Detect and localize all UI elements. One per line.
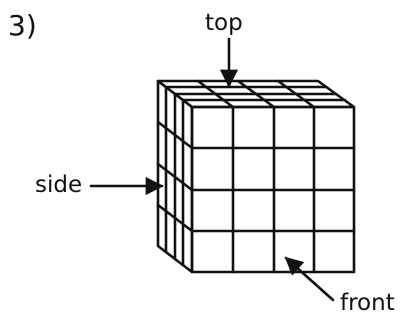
cube-drawing — [156, 79, 356, 274]
problem-number: 3) — [8, 9, 37, 42]
top-face-column-line-2 — [236, 79, 276, 109]
label-arrows — [89, 37, 335, 302]
side-face-horizontal-line-2 — [156, 162, 194, 192]
side-label: side — [35, 172, 83, 198]
top-face-column-line-1 — [196, 79, 235, 109]
top-face-column-line-3 — [276, 79, 316, 109]
front-arrow — [284, 256, 335, 302]
side-face-horizontal-line-3 — [156, 203, 194, 233]
side-face-horizontal-line-1 — [156, 120, 194, 150]
top-label: top — [205, 10, 243, 36]
front-label: front — [340, 290, 395, 316]
